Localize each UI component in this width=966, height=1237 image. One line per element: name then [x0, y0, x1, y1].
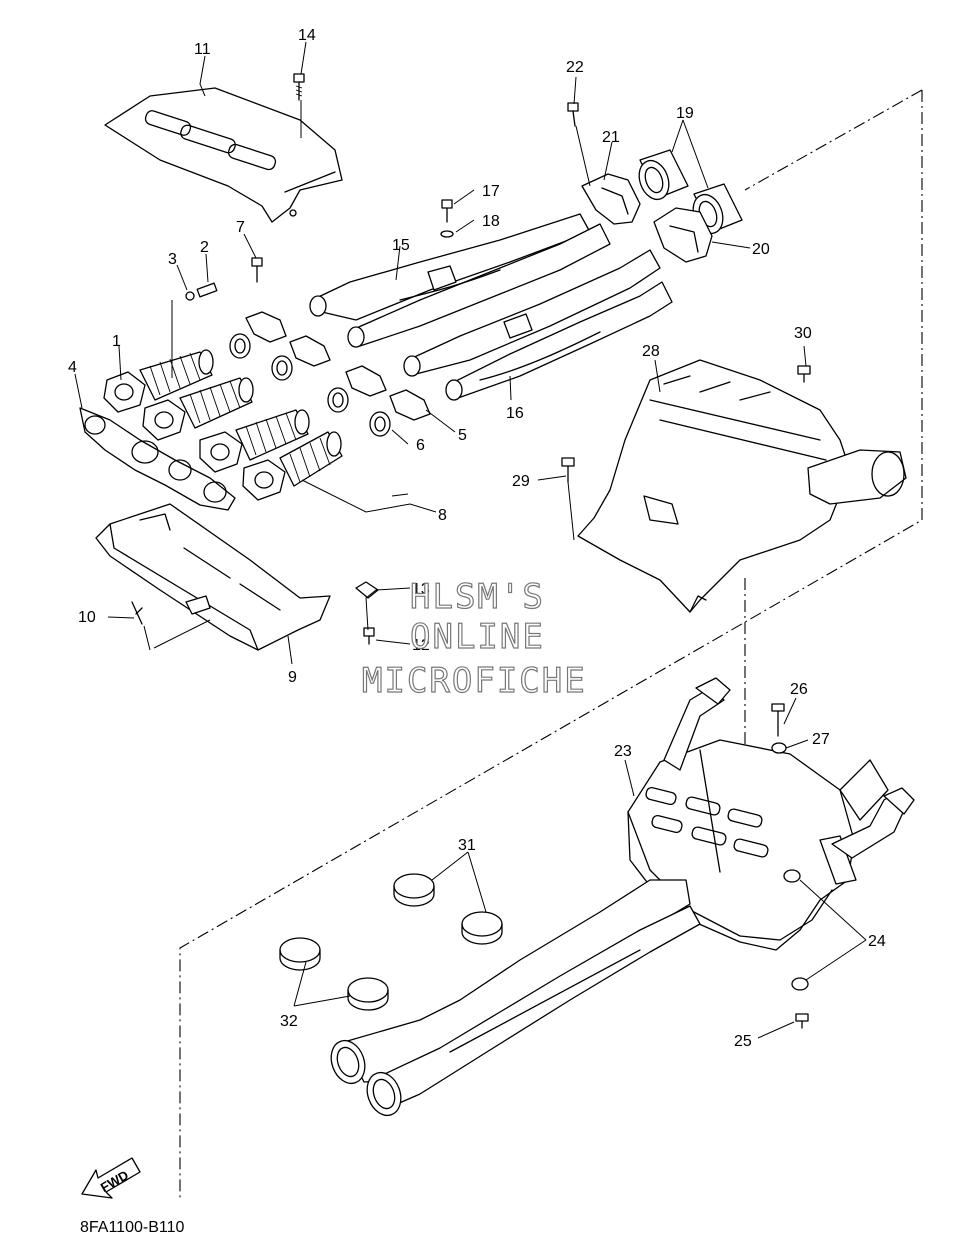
callout-30: 30 [794, 325, 812, 342]
watermark-line-3: MICROFICHE [362, 661, 587, 701]
callout-7: 7 [236, 219, 245, 236]
callout-17: 17 [482, 183, 500, 200]
callout-21: 21 [602, 129, 620, 146]
nut-13[interactable] [355, 581, 379, 599]
callout-13: 13 [412, 581, 430, 598]
callout-16: 16 [506, 405, 524, 422]
callout-19: 19 [676, 105, 694, 122]
callout-14: 14 [298, 27, 316, 44]
caps-31[interactable] [393, 873, 503, 945]
bolt-12[interactable] [363, 627, 375, 645]
bracket-20[interactable] [653, 207, 713, 263]
callout-31: 31 [458, 837, 476, 854]
gasket-rings-6[interactable] [229, 333, 391, 437]
callout-6: 6 [416, 437, 425, 454]
callout-26: 26 [790, 681, 808, 698]
caps-32[interactable] [279, 937, 389, 1011]
callout-24: 24 [868, 933, 886, 950]
callout-27: 27 [812, 731, 830, 748]
watermark-line-2: ONLINE [410, 617, 545, 657]
callout-9: 9 [288, 669, 297, 686]
gasket-4[interactable] [79, 407, 236, 511]
callout-1: 1 [112, 333, 121, 350]
callout-3: 3 [168, 251, 177, 268]
grommets-24[interactable] [783, 869, 809, 991]
bolt-25[interactable] [795, 1013, 809, 1029]
bolt-30[interactable] [797, 365, 811, 383]
callout-10: 10 [78, 609, 96, 626]
watermark: HLSM'S ONLINE MICROFICHE [361, 576, 587, 701]
fwd-arrow-icon: FWD [81, 1157, 141, 1199]
callout-29: 29 [512, 473, 530, 490]
lower-heat-shield-9[interactable] [95, 503, 331, 651]
callout-5: 5 [458, 427, 467, 444]
clip-10[interactable] [131, 601, 143, 625]
bolt-14[interactable] [293, 73, 305, 101]
pipe-assembly-16[interactable] [403, 249, 673, 401]
outlet-pipe[interactable] [325, 879, 701, 1120]
rear-heat-shield-28[interactable] [577, 359, 907, 613]
bolt-17[interactable] [441, 199, 453, 223]
washer-3[interactable] [185, 291, 195, 301]
watermark-line-1: HLSM'S [410, 577, 545, 617]
callout-25: 25 [734, 1033, 752, 1050]
callout-20: 20 [752, 241, 770, 258]
callout-22: 22 [566, 59, 584, 76]
callout-8: 8 [438, 507, 447, 524]
callout-labels: 1 2 3 4 5 6 7 8 9 10 11 12 13 14 15 16 1… [68, 27, 886, 1050]
callout-11: 11 [194, 41, 211, 58]
pipe-assembly-15[interactable] [309, 213, 611, 348]
diagram-code: 8FA1100-B110 [80, 1219, 184, 1236]
callout-4: 4 [68, 359, 77, 376]
washer-27[interactable] [771, 742, 787, 754]
callout-23: 23 [614, 743, 632, 760]
bolt-22[interactable] [567, 102, 579, 127]
callout-32: 32 [280, 1013, 298, 1030]
callout-2: 2 [200, 239, 209, 256]
callout-28: 28 [642, 343, 660, 360]
bolt-7[interactable] [251, 257, 263, 283]
callout-15: 15 [392, 237, 410, 254]
clamps-5[interactable] [245, 311, 431, 421]
bolt-2[interactable] [196, 282, 218, 298]
leader-lines [74, 41, 867, 1039]
bolt-29[interactable] [561, 457, 575, 483]
upper-heat-shield[interactable] [104, 87, 343, 223]
callout-12: 12 [412, 637, 430, 654]
bolt-26[interactable] [771, 703, 785, 737]
bracket-21[interactable] [581, 173, 641, 225]
callout-18: 18 [482, 213, 500, 230]
exhaust-pipe-assembly-1[interactable] [103, 349, 343, 501]
washer-18[interactable] [440, 230, 454, 238]
